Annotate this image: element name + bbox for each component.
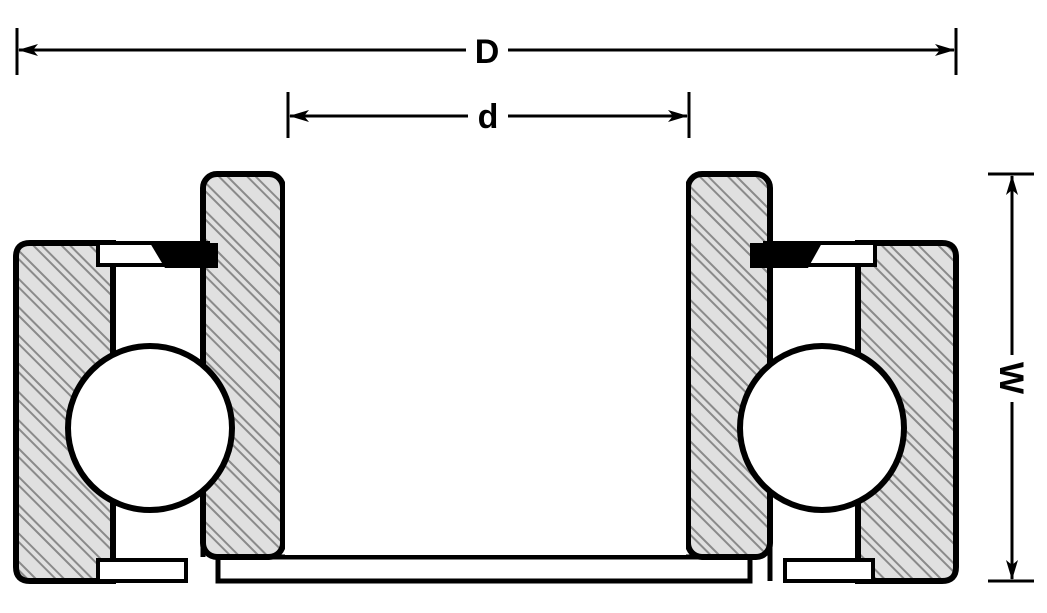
width-dimension: W: [988, 172, 1034, 583]
left-top-seal: [150, 243, 218, 268]
right-bottom-shield-plate: [783, 558, 875, 583]
bore-area: [285, 177, 686, 555]
right-outer-ring: [855, 240, 959, 584]
left-bottom-shield-plate: [96, 558, 188, 583]
width-label: W: [992, 362, 1030, 395]
left-outer-ring: [13, 240, 116, 584]
right-top-seal: [750, 243, 822, 268]
right-ball: [737, 343, 907, 513]
bottom-shaft-plate: [215, 554, 753, 584]
right-inner-ring: [685, 171, 773, 560]
outer-diameter-dimension: D: [15, 28, 958, 75]
left-inner-ring: [200, 171, 286, 560]
outer-diameter-label: D: [475, 33, 500, 71]
inner-diameter-label: d: [478, 98, 499, 136]
inner-diameter-dimension: d: [286, 92, 691, 138]
left-ball: [65, 343, 235, 513]
